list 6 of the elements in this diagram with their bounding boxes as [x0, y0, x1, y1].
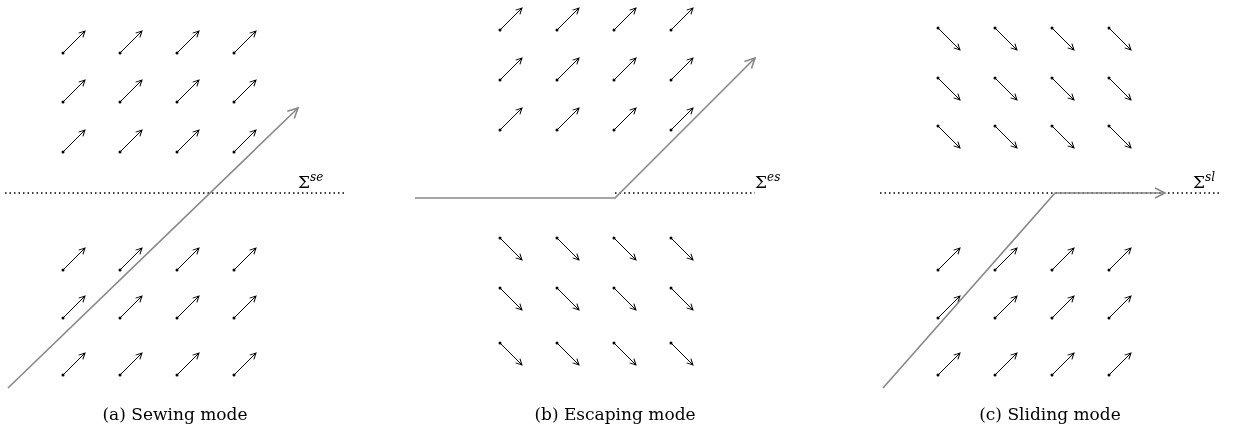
caption: (c) Sliding mode — [978, 404, 1122, 424]
caption: (a) Sewing mode — [101, 404, 249, 424]
surface-label: Σ$^{sl}$ — [1193, 170, 1216, 192]
surface-label: Σ$^{se}$ — [298, 170, 324, 192]
caption: (b) Escaping mode — [533, 404, 697, 424]
surface-label: Σ$^{es}$ — [755, 170, 781, 192]
